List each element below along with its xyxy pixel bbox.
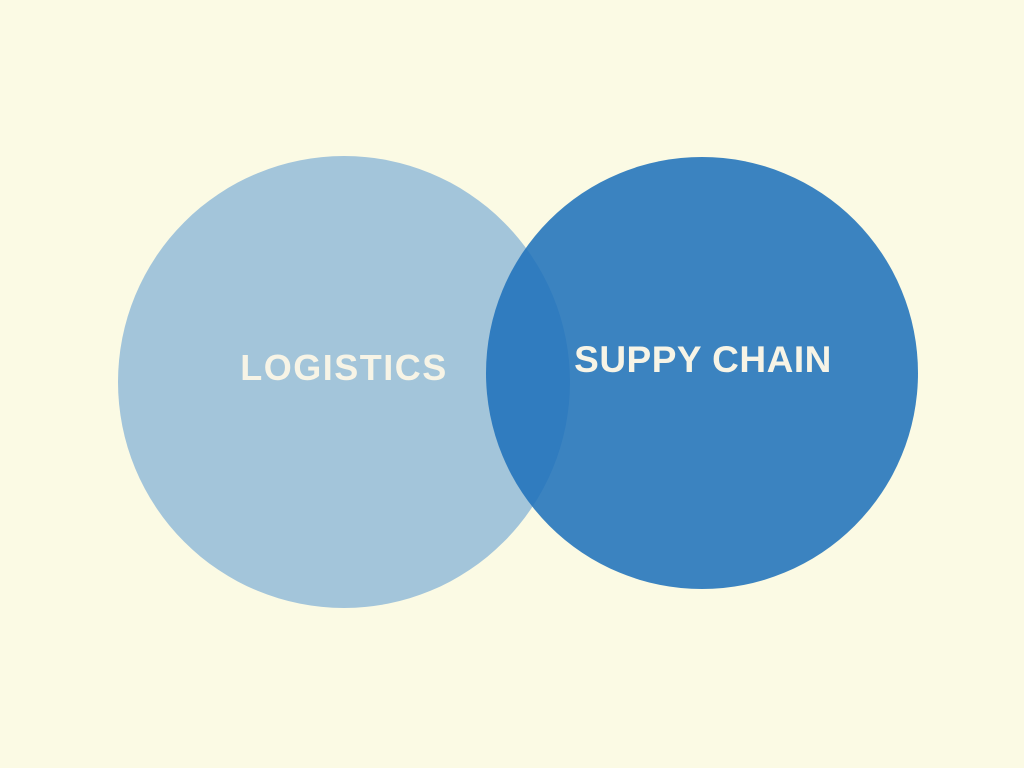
supply-chain-circle [486, 157, 918, 589]
supply-chain-label: SUPPY CHAIN [574, 339, 832, 380]
logistics-label: LOGISTICS [240, 347, 448, 388]
